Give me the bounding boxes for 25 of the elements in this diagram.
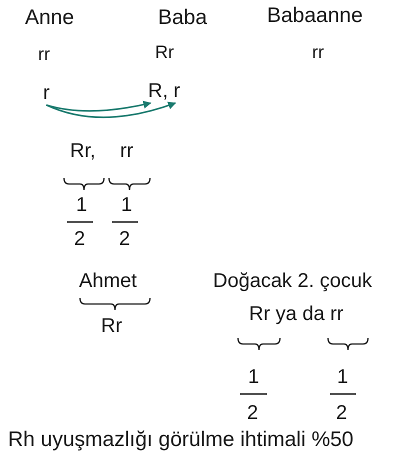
- person-label: Baba: [158, 6, 208, 30]
- genotype: rr: [120, 140, 134, 163]
- genotype: rr: [312, 42, 324, 63]
- genotype: Rr,: [70, 140, 96, 163]
- genotype: Rr: [101, 315, 122, 338]
- fraction-numerator: 1: [248, 366, 260, 389]
- allele-label: r: [43, 82, 50, 105]
- fraction-denominator: 2: [74, 228, 86, 251]
- conclusion-text: Rh uyuşmazlığı görülme ihtimali %50: [8, 428, 354, 452]
- fraction-denominator: 2: [119, 228, 130, 251]
- fraction-numerator: 1: [337, 366, 348, 389]
- arrow: [46, 100, 152, 112]
- allele-label: R, r: [148, 80, 180, 103]
- person-label: Babaanne: [267, 4, 363, 28]
- arrow: [46, 102, 176, 118]
- fraction-denominator: 2: [247, 402, 258, 425]
- person-label: Doğacak 2. çocuk: [213, 270, 372, 293]
- genotype: Rr ya da rr: [249, 303, 344, 326]
- fraction-numerator: 1: [76, 194, 88, 217]
- fraction-denominator: 2: [336, 402, 348, 425]
- person-label: Anne: [25, 6, 74, 30]
- person-label: Ahmet: [79, 270, 137, 293]
- fraction-numerator: 1: [121, 194, 132, 217]
- genotype: rr: [38, 44, 50, 65]
- genotype: Rr: [155, 42, 174, 63]
